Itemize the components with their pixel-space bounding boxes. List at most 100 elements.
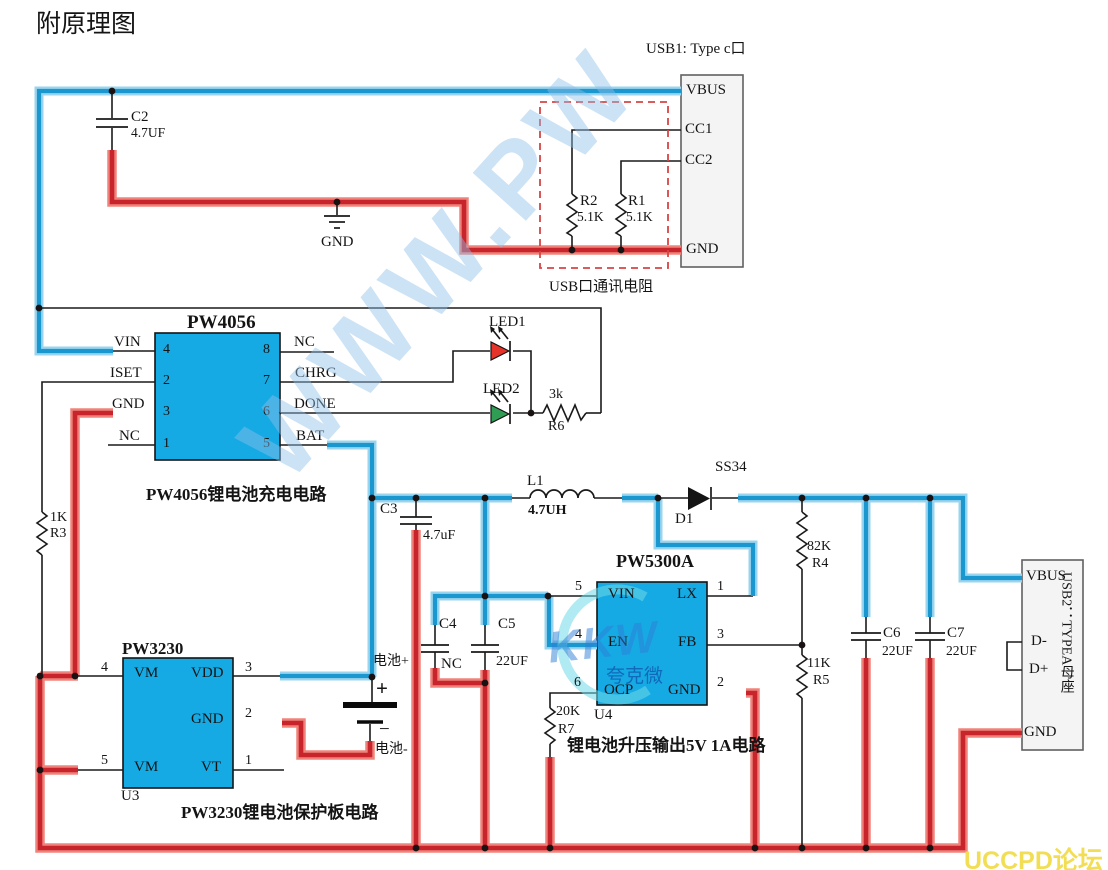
pw3230-gnd-wire — [282, 720, 373, 758]
pw4056-num-3: 3 — [163, 404, 170, 419]
usb2-pin-gnd: GND — [1024, 724, 1057, 740]
pw4056-pin-done: DONE — [294, 396, 336, 412]
pw3230-pin-vdd: VDD — [191, 665, 224, 681]
usb-cc-dashed-box — [539, 101, 669, 269]
c2-ref: C2 — [131, 109, 149, 125]
c3-ref: C3 — [380, 501, 398, 517]
output-bus — [738, 495, 1022, 581]
usb2-pin-dp: D+ — [1029, 661, 1049, 677]
r1-ref: R1 — [628, 193, 646, 209]
usb1-pin-vbus: VBUS — [686, 82, 727, 98]
chrg-wire — [280, 350, 490, 383]
r6-value: 3k — [549, 387, 563, 402]
junction-dots — [35, 87, 934, 852]
battery-plus-sign: + — [376, 676, 388, 700]
c3-capacitor-symbol — [400, 516, 432, 525]
led2-ref: LED2 — [483, 381, 520, 397]
c6-capacitor-symbol — [851, 632, 881, 641]
pw5300a-num-5: 5 — [575, 579, 582, 594]
vin-bus — [432, 593, 548, 625]
pw3230-num-2: 2 — [245, 706, 252, 721]
l1-value: 4.7UH — [528, 503, 567, 518]
led2-symbol — [490, 389, 511, 424]
r7-value: 20K — [556, 704, 581, 719]
pw4056-num-2: 2 — [163, 373, 170, 388]
cc1-wire — [571, 129, 681, 194]
pw4056-num-4: 4 — [163, 342, 170, 357]
c7-capacitor-symbol — [915, 632, 945, 641]
c6-ref: C6 — [883, 625, 901, 641]
pw5300a-caption: 锂电池升压输出5V 1A电路 — [567, 736, 766, 755]
pw4056-num-8: 8 — [263, 342, 270, 357]
en-wire — [546, 596, 597, 648]
r3-resistor — [35, 511, 49, 556]
pw4056-num-7: 7 — [263, 373, 270, 388]
l1-ref: L1 — [527, 473, 544, 489]
c5-ref: C5 — [498, 616, 516, 632]
pw4056-pin-bat: BAT — [296, 428, 325, 444]
r5-value: 11K — [807, 656, 831, 671]
pw4056-pin-nc1: NC — [119, 428, 140, 444]
r3-value: 1K — [50, 510, 68, 525]
pw4056-pin-chrg: CHRG — [295, 365, 337, 381]
c5-value: 22UF — [496, 654, 528, 669]
page-title: 附原理图 — [36, 11, 137, 38]
r4-value: 82K — [807, 539, 832, 554]
d1-value: SS34 — [715, 459, 747, 475]
c4-capacitor-symbol — [421, 644, 449, 653]
d1-diode-symbol — [688, 487, 712, 510]
pw5300a-num-4: 4 — [575, 627, 582, 642]
battery-plus-label: 电池+ — [373, 654, 409, 669]
ic-pw5300a-name: PW5300A — [616, 551, 694, 571]
pw4056-pin-nc8: NC — [294, 334, 315, 350]
gnd-symbol-label: GND — [321, 234, 354, 250]
pw5300a-num-6: 6 — [574, 675, 581, 690]
pw3230-num-3: 3 — [245, 660, 252, 675]
c7-value: 22UF — [946, 643, 977, 658]
lx-wire — [655, 498, 756, 596]
r7-ref: R7 — [558, 722, 575, 737]
pw5300a-num-1: 1 — [717, 579, 724, 594]
pw3230-pin-vm5: VM — [134, 759, 159, 775]
ocp-wire — [549, 692, 597, 708]
bat-battery-wire — [327, 442, 375, 677]
usb1-pin-cc2: CC2 — [685, 152, 713, 168]
ic-pw4056-name: PW4056 — [187, 312, 256, 333]
r2-ref: R2 — [580, 193, 598, 209]
pw5300a-pin-ocp: OCP — [604, 682, 634, 698]
r4-resistor — [795, 511, 809, 570]
r4-ref: R4 — [812, 556, 829, 571]
pw5300a-num-2: 2 — [717, 675, 724, 690]
pw5300a-pin-lx: LX — [677, 586, 697, 602]
r1-resistor — [614, 193, 628, 237]
l1-inductor-symbol — [529, 489, 595, 499]
r1-value: 5.1K — [626, 209, 653, 224]
led1-ref: LED1 — [489, 314, 526, 330]
r3-ref: R3 — [50, 526, 67, 541]
usb2-pin-dm: D- — [1031, 633, 1047, 649]
pw3230-num-5: 5 — [101, 753, 108, 768]
pw4056-num-1: 1 — [163, 436, 170, 451]
pw4056-caption: PW4056锂电池充电电路 — [146, 485, 327, 504]
c2-value: 4.7UF — [131, 125, 166, 140]
pw4056-pin-vin: VIN — [114, 334, 141, 350]
led-rail-wire — [39, 307, 602, 413]
battery-minus-sign: − — [379, 719, 390, 740]
ic-pw5300a-body — [596, 581, 708, 706]
iset-wire — [41, 381, 155, 512]
pw4056-gnd-wire — [72, 410, 113, 676]
c4-ref: C4 — [439, 616, 457, 632]
pw4056-gnd-wire-halo — [70, 408, 113, 676]
battery-symbol — [343, 702, 397, 724]
c5-capacitor-symbol — [471, 644, 499, 653]
pw5300a-pin-fb: FB — [678, 634, 697, 650]
usb2-connector-body — [1021, 559, 1084, 751]
usb1-pin-gnd: GND — [686, 241, 719, 257]
r6-resistor — [542, 402, 587, 423]
wires — [35, 88, 1022, 851]
pw3230-caption: PW3230锂电池保护板电路 — [181, 803, 379, 822]
r5-ref: R5 — [813, 673, 830, 688]
r6-ref: R6 — [548, 419, 565, 434]
